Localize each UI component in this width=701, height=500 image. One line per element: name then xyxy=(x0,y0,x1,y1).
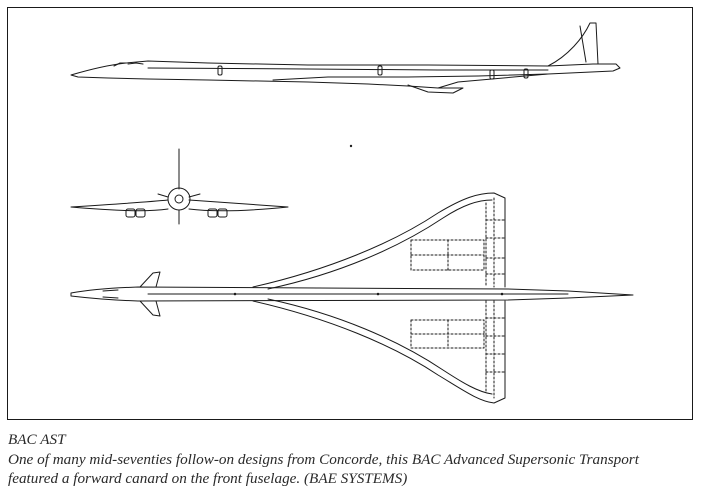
plan-detail-1 xyxy=(233,292,237,296)
aircraft-drawing xyxy=(70,22,634,404)
speck xyxy=(349,144,353,148)
side-cabin-line xyxy=(147,67,549,71)
plan-wing-lower-inner xyxy=(267,298,493,395)
plan-wing-upper xyxy=(252,192,506,288)
plan-elevon-lower xyxy=(485,300,506,399)
side-tail-fin-inner xyxy=(579,25,587,63)
side-cockpit xyxy=(113,62,144,67)
plan-nose-detail xyxy=(102,289,119,299)
front-engine-right-2 xyxy=(217,208,228,218)
plan-detail-2 xyxy=(376,292,380,296)
front-engine-left-2 xyxy=(135,208,146,218)
plan-elevon-upper xyxy=(485,197,506,288)
side-view xyxy=(70,22,621,94)
front-nose xyxy=(174,194,184,204)
plan-canard-lower xyxy=(139,300,161,317)
caption-line-2: featured a forward canard on the front f… xyxy=(8,470,408,487)
side-door-3 xyxy=(489,69,495,80)
figure-caption: BAC AST One of many mid-seventies follow… xyxy=(8,430,694,489)
caption-title: BAC AST xyxy=(8,431,66,448)
front-canard xyxy=(157,193,201,198)
plan-view xyxy=(70,192,634,404)
side-engine-nacelle xyxy=(407,84,464,94)
plan-engines-lower xyxy=(410,319,485,349)
front-view xyxy=(70,148,289,225)
side-door-1 xyxy=(217,65,223,76)
plan-wing-lower xyxy=(252,300,506,404)
side-door-2 xyxy=(377,65,383,76)
caption-line-1: One of many mid-seventies follow-on desi… xyxy=(8,450,639,468)
front-wing xyxy=(70,199,289,212)
plan-canard-upper xyxy=(139,271,161,288)
plan-fuselage xyxy=(70,286,634,302)
side-tail-fin xyxy=(547,22,599,67)
front-engine-left-1 xyxy=(125,208,136,218)
figure-frame xyxy=(7,7,693,420)
front-engine-right-1 xyxy=(207,208,218,218)
front-fuselage xyxy=(167,187,191,211)
side-door-4 xyxy=(523,68,529,79)
plan-wing-upper-inner xyxy=(267,199,493,290)
plan-engines-upper xyxy=(410,239,485,271)
plan-detail-3 xyxy=(500,292,504,296)
side-wing-root xyxy=(272,73,549,81)
